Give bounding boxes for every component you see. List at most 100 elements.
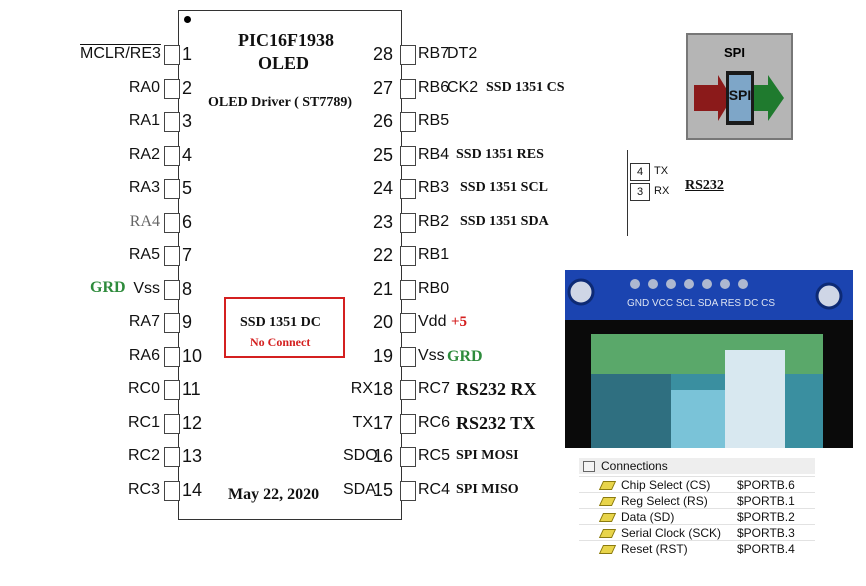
- pin-number: 21: [373, 278, 394, 299]
- pin-name: RC0: [127, 380, 160, 397]
- pin-name: RC6: [418, 413, 451, 431]
- pin-name: RA3: [128, 179, 160, 196]
- pin-function-label: GRD: [447, 347, 483, 365]
- rs232-pin-name: TX: [654, 165, 669, 177]
- rs232-pin-name: RX: [654, 185, 670, 197]
- spi-chip-text: SPI: [728, 87, 752, 103]
- rs232-pin-box-rx: 3: [630, 183, 650, 201]
- pin-pad: [400, 246, 416, 266]
- connection-value: $PORTB.2: [737, 510, 795, 524]
- pin-pad: [400, 313, 416, 333]
- pin-pad: [400, 78, 416, 99]
- chip-title: PIC16F1938: [238, 30, 334, 50]
- pin-pad: [164, 78, 180, 99]
- pin-name: RB7: [418, 45, 450, 62]
- pin-pad: [164, 112, 180, 132]
- no-connect-note: No Connect: [250, 335, 311, 349]
- connection-name: Data (SD): [621, 510, 675, 524]
- pin-name: RB4: [418, 145, 450, 163]
- pin-pad: [164, 346, 180, 367]
- pin-pad: [400, 212, 416, 233]
- pin-pad: [400, 380, 416, 400]
- pin-pad: [164, 279, 180, 300]
- connection-row[interactable]: Data (SD) $PORTB.2: [579, 508, 815, 525]
- connections-folder-icon: [583, 461, 595, 472]
- pin-number: 6: [182, 211, 193, 232]
- pin-number: 19: [373, 345, 394, 366]
- pin-pad: [400, 480, 416, 501]
- pin-number: 16: [373, 446, 394, 466]
- pin-alt-function: DT2: [447, 45, 478, 62]
- connection-row[interactable]: Reg Select (RS) $PORTB.1: [579, 492, 815, 509]
- date-label: May 22, 2020: [228, 486, 320, 503]
- pin-pad: [164, 179, 180, 199]
- connection-row[interactable]: Chip Select (CS) $PORTB.6: [579, 476, 815, 493]
- rs232-pin-num: 4: [636, 166, 644, 178]
- pin-function-label: SSD 1351 RES: [456, 146, 544, 162]
- pin-name: MCLR/RE3: [80, 45, 161, 62]
- pin-alt-function: CK2: [447, 78, 479, 96]
- pin-name: RC5: [418, 447, 451, 464]
- pin-function-label: SPI MOSI: [456, 448, 519, 463]
- pin-name: RC2: [127, 447, 160, 464]
- connection-name: Chip Select (CS): [621, 478, 711, 492]
- connection-name: Serial Clock (SCK): [621, 526, 722, 540]
- pin-pad: [400, 145, 416, 166]
- connection-row[interactable]: Serial Clock (SCK)$PORTB.3: [579, 524, 815, 541]
- pin-pad: [164, 212, 180, 233]
- pin-number: 11: [182, 379, 201, 399]
- pin-alt-function: SDA: [343, 480, 376, 498]
- no-connect-box: SSD 1351 DC No Connect: [224, 297, 345, 358]
- connection-value: $PORTB.1: [737, 494, 795, 508]
- display-board-image: [565, 270, 853, 448]
- pin-name: RA6: [128, 346, 160, 364]
- pin-pad: [400, 447, 416, 467]
- connection-icon: [598, 529, 617, 538]
- display-pin-labels: GND VCC SCL SDA RES DC CS: [627, 298, 775, 309]
- connection-icon: [598, 545, 617, 554]
- pin-name: RC3: [127, 480, 160, 498]
- pin-pad: [400, 112, 416, 132]
- pin-number: 9: [182, 312, 193, 332]
- pin-number: 2: [182, 77, 193, 98]
- pin-number: 10: [182, 345, 203, 366]
- connection-name: Reset (RST): [621, 542, 688, 556]
- pin-name: RA1: [128, 112, 160, 129]
- pin-pad: [400, 279, 416, 300]
- pin-function-label: +5: [451, 314, 468, 330]
- pin-number: 28: [373, 44, 394, 64]
- driver-label: OLED Driver ( ST7789): [208, 95, 353, 110]
- pin-name: RC4: [418, 480, 451, 498]
- connection-icon: [598, 497, 617, 506]
- dc-label: SSD 1351 DC: [240, 315, 321, 330]
- pin-pad: [164, 313, 180, 333]
- chip-body: [178, 10, 402, 520]
- connections-header: [579, 458, 815, 474]
- pin-alt-function: RX: [350, 380, 373, 397]
- pin-name: RB6: [418, 78, 450, 96]
- pin-function-label: SSD 1351 SDA: [460, 213, 549, 229]
- oled-display-photo: GND VCC SCL SDA RES DC CS: [565, 270, 853, 448]
- connection-row[interactable]: Reset (RST)$PORTB.4: [579, 540, 815, 557]
- connection-value: $PORTB.6: [737, 478, 795, 492]
- pin-number: 27: [373, 77, 394, 98]
- connections-title: Connections: [601, 459, 668, 473]
- pin-number: 4: [182, 144, 193, 165]
- pin-number: 12: [182, 412, 203, 433]
- pin-name: Vdd: [418, 313, 447, 330]
- pin-function-label: SPI MISO: [456, 481, 519, 497]
- pin-number: 22: [373, 245, 394, 265]
- pin-alt-function: SDO: [343, 447, 378, 464]
- pin-pad: [400, 346, 416, 367]
- pin-function-label: RS232 RX: [456, 379, 537, 399]
- pin-name: RB0: [418, 279, 450, 297]
- pin-number: 8: [182, 278, 193, 299]
- pin-number: 13: [182, 446, 203, 466]
- pin-pad: [164, 447, 180, 467]
- pin-function-label: SSD 1351 SCL: [460, 180, 548, 195]
- pin-name: Vss: [133, 279, 160, 297]
- connection-icon: [598, 513, 617, 522]
- pin-number: 23: [373, 211, 394, 232]
- connection-name: Reg Select (RS): [621, 494, 708, 508]
